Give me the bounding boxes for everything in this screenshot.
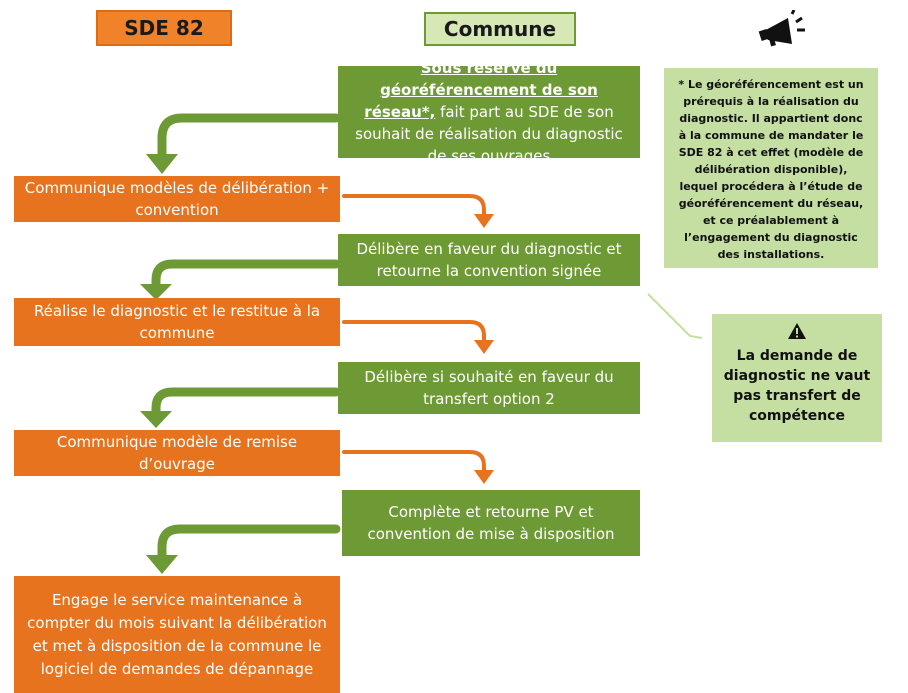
green-arrow-2 xyxy=(151,259,341,290)
commune-step-2-text: Délibère en faveur du diagnostic et reto… xyxy=(356,240,622,280)
commune-step-1: Sous réserve du géoréférencement de son … xyxy=(338,59,640,165)
warning-triangle-icon xyxy=(722,322,872,344)
warning-connector xyxy=(647,293,703,339)
sde-step-4: Engage le service maintenance à compter … xyxy=(14,576,340,693)
commune-header: Commune xyxy=(424,12,576,46)
sde-header: SDE 82 xyxy=(96,10,232,46)
commune-step-1-underlined: Sous réserve du géoréférencement de son … xyxy=(364,59,598,121)
sde-step-4-text: Engage le service maintenance à compter … xyxy=(27,590,327,678)
orange-arrowhead-1 xyxy=(474,214,494,228)
green-arrow-4 xyxy=(157,524,341,561)
green-arrowhead-4 xyxy=(146,555,178,574)
sde-step-1-text: Communique modèles de délibération + con… xyxy=(24,179,330,219)
sde-step-3-text: Communique modèle de remise d’ouvrage xyxy=(56,433,298,473)
sde-step-1: Communique modèles de délibération + con… xyxy=(14,176,340,222)
warning-note-text: La demande de diagnostic ne vaut pas tra… xyxy=(723,348,871,424)
commune-step-3: Délibère si souhaité en faveur du transf… xyxy=(338,362,640,414)
orange-arrowhead-2 xyxy=(474,340,494,354)
orange-arrow-3 xyxy=(342,450,486,474)
commune-step-4-text: Complète et retourne PV et convention de… xyxy=(367,503,615,543)
green-arrowhead-3 xyxy=(140,411,172,428)
sde-header-label: SDE 82 xyxy=(124,16,204,40)
commune-step-3-text: Délibère si souhaité en faveur du transf… xyxy=(364,368,614,408)
commune-step-1-text: fait part au SDE de son souhait de réali… xyxy=(355,103,623,165)
sde-step-3: Communique modèle de remise d’ouvrage xyxy=(14,430,340,476)
green-arrowhead-1 xyxy=(146,154,178,174)
georef-note-text: * Le géoréférencement est un prérequis à… xyxy=(678,78,864,261)
commune-step-2: Délibère en faveur du diagnostic et reto… xyxy=(338,234,640,286)
orange-arrowhead-3 xyxy=(474,470,494,484)
green-arrowhead-2 xyxy=(140,284,172,300)
green-arrow-3 xyxy=(151,387,341,417)
commune-header-label: Commune xyxy=(443,17,557,41)
orange-arrow-1 xyxy=(342,194,486,218)
georef-note: * Le géoréférencement est un prérequis à… xyxy=(664,68,878,268)
commune-step-4: Complète et retourne PV et convention de… xyxy=(342,490,640,556)
sde-step-2: Réalise le diagnostic et le restitue à l… xyxy=(14,298,340,346)
sde-step-2-text: Réalise le diagnostic et le restitue à l… xyxy=(33,302,321,342)
green-arrow-1 xyxy=(157,113,341,160)
orange-arrow-2 xyxy=(342,320,486,344)
megaphone-icon xyxy=(758,9,808,48)
warning-note: La demande de diagnostic ne vaut pas tra… xyxy=(712,314,882,442)
